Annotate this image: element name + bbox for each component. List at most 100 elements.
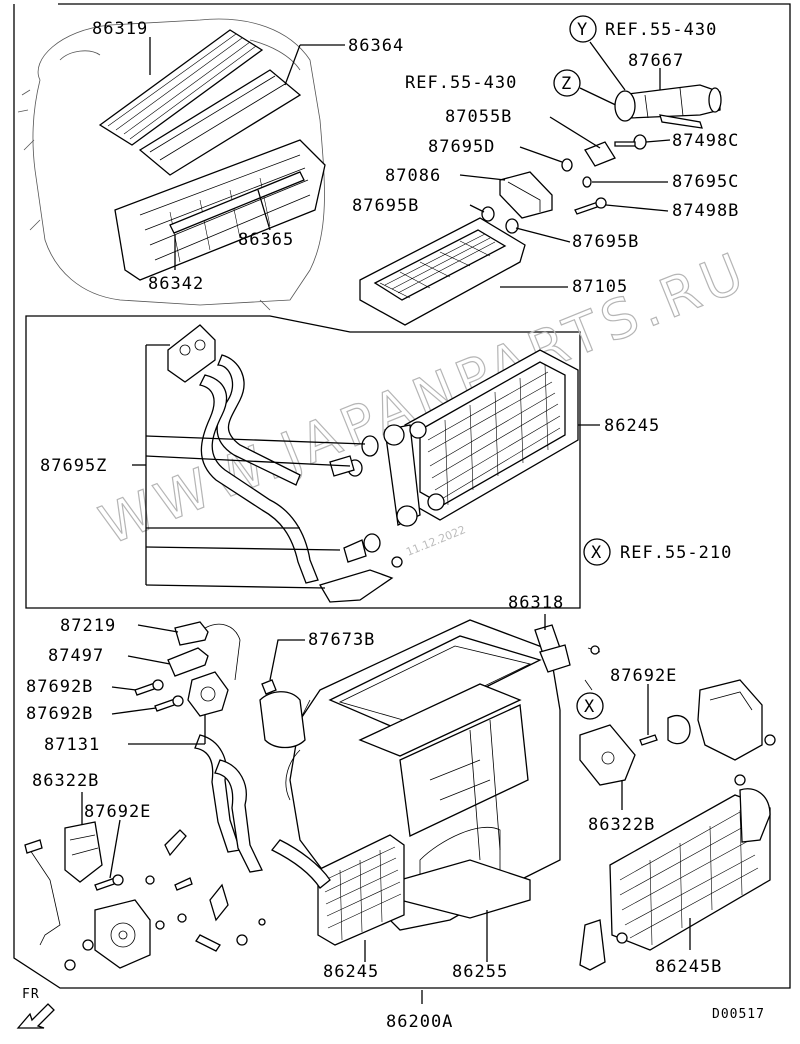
leader-87497 — [127, 655, 171, 665]
leader-87695B-a — [469, 204, 485, 213]
label-86364: 86364 — [348, 36, 404, 56]
label-87695C: 87695C — [672, 172, 739, 192]
label-87498C: 87498C — [672, 131, 739, 151]
leader-87695Z — [132, 344, 366, 589]
leader-87498C — [645, 139, 671, 143]
heater-core-86245-bottom — [317, 834, 405, 946]
label-86322B-l: 86322B — [32, 771, 99, 791]
label-87673B: 87673B — [308, 630, 375, 650]
heater-core-87105 — [359, 217, 526, 326]
label-87667: 87667 — [628, 51, 684, 71]
resistor-87131 — [187, 671, 229, 717]
clip-87673B — [261, 679, 277, 695]
leader-87055B — [549, 116, 601, 149]
leader-y — [589, 41, 626, 91]
air-filter-86319 — [98, 29, 264, 146]
hoses-bottom — [194, 734, 331, 889]
outer-frame-border — [13, 3, 791, 989]
misc-linkages — [164, 829, 266, 952]
label-87105: 87105 — [572, 277, 628, 297]
filter-cover-86364 — [138, 69, 302, 176]
clamp-87055B — [584, 141, 616, 167]
ref-x-label: REF.55-210 — [620, 543, 732, 563]
heater-hoses — [199, 354, 319, 584]
hose-clamp-plate — [319, 569, 394, 603]
oring-87695B-pair — [481, 206, 519, 234]
pipe-bracket — [579, 919, 628, 971]
leader-87692B-a — [111, 686, 137, 691]
connector-87086 — [499, 171, 553, 219]
screw-86318-head — [590, 645, 600, 655]
label-86319: 86319 — [92, 19, 148, 39]
screws-87692E-left — [94, 874, 187, 930]
pipe-87667 — [614, 84, 722, 129]
sensor-86318 — [534, 624, 571, 673]
leader-87692B-b — [111, 707, 157, 715]
label-87692E-l: 87692E — [84, 802, 151, 822]
screws-87692B — [134, 679, 184, 712]
leader-87086 — [459, 174, 506, 181]
label-86245B: 86245B — [655, 957, 722, 977]
label-87695D: 87695D — [428, 137, 495, 157]
grommet-plate — [167, 324, 216, 383]
bracket-87497 — [167, 647, 209, 677]
wire-clip — [24, 839, 43, 854]
bolt-87498C — [614, 134, 647, 150]
label-86365: 86365 — [238, 230, 294, 250]
actuator-right-assembly — [667, 679, 763, 761]
leader-86364b — [284, 44, 301, 86]
heater-core-86245B — [609, 788, 771, 951]
hvac-housing-86200A — [259, 619, 561, 931]
leader-87673B — [269, 639, 305, 681]
label-86245-bottom: 86245 — [323, 962, 379, 982]
heater-core-86245-detail — [404, 349, 579, 521]
label-87497: 87497 — [48, 646, 104, 666]
blower-motor-plate — [64, 899, 151, 971]
blower-housing-sketch — [17, 18, 325, 311]
marker-y-letter: Y — [577, 20, 588, 40]
label-86255: 86255 — [452, 962, 508, 982]
label-86322B-r: 86322B — [588, 815, 655, 835]
actuator-86322B-left — [64, 821, 103, 883]
screws-87692E-right — [639, 734, 776, 786]
ref-z-label: REF.55-430 — [405, 73, 517, 93]
label-87695B-b: 87695B — [572, 232, 639, 252]
leader-86365 — [257, 189, 271, 231]
marker-x — [576, 692, 604, 720]
wire-harness — [29, 849, 61, 946]
label-87695Z: 87695Z — [40, 456, 107, 476]
leader-87692E-l — [109, 819, 121, 879]
actuator-86322B-right — [579, 724, 636, 786]
marker-z-letter: Z — [561, 74, 572, 94]
filter-strip-86365 — [169, 171, 305, 234]
core-tank — [383, 421, 445, 527]
detail-panel-frame — [25, 315, 581, 609]
leader-87695D — [519, 146, 563, 163]
watermark-date: 11.12.2022 — [404, 523, 467, 559]
marker-x-letter: X — [584, 697, 595, 717]
label-87086: 87086 — [385, 166, 441, 186]
marker-x-ref-letter: X — [591, 543, 602, 563]
marker-y — [569, 15, 597, 43]
leader-87498B — [605, 204, 669, 212]
label-86342: 86342 — [148, 274, 204, 294]
label-87692B-b: 87692B — [26, 704, 93, 724]
oring-87695C — [582, 176, 592, 188]
label-86318: 86318 — [508, 593, 564, 613]
leader-87219 — [137, 624, 179, 633]
sensor-87219 — [174, 621, 241, 681]
label-87692E-r: 87692E — [610, 666, 677, 686]
oring-87695D — [561, 158, 573, 172]
label-86245-top: 86245 — [604, 416, 660, 436]
label-87219: 87219 — [60, 616, 116, 636]
ref-y-label: REF.55-430 — [605, 20, 717, 40]
label-87498B: 87498B — [672, 201, 739, 221]
screw-86318 — [584, 647, 601, 691]
label-87055B: 87055B — [445, 107, 512, 127]
label-86200A: 86200A — [386, 1012, 453, 1032]
label-87695B-a: 87695B — [352, 196, 419, 216]
label-87692B-a: 87692B — [26, 677, 93, 697]
leader-87695B-b — [515, 227, 571, 243]
fr-label: FR — [22, 987, 40, 1002]
